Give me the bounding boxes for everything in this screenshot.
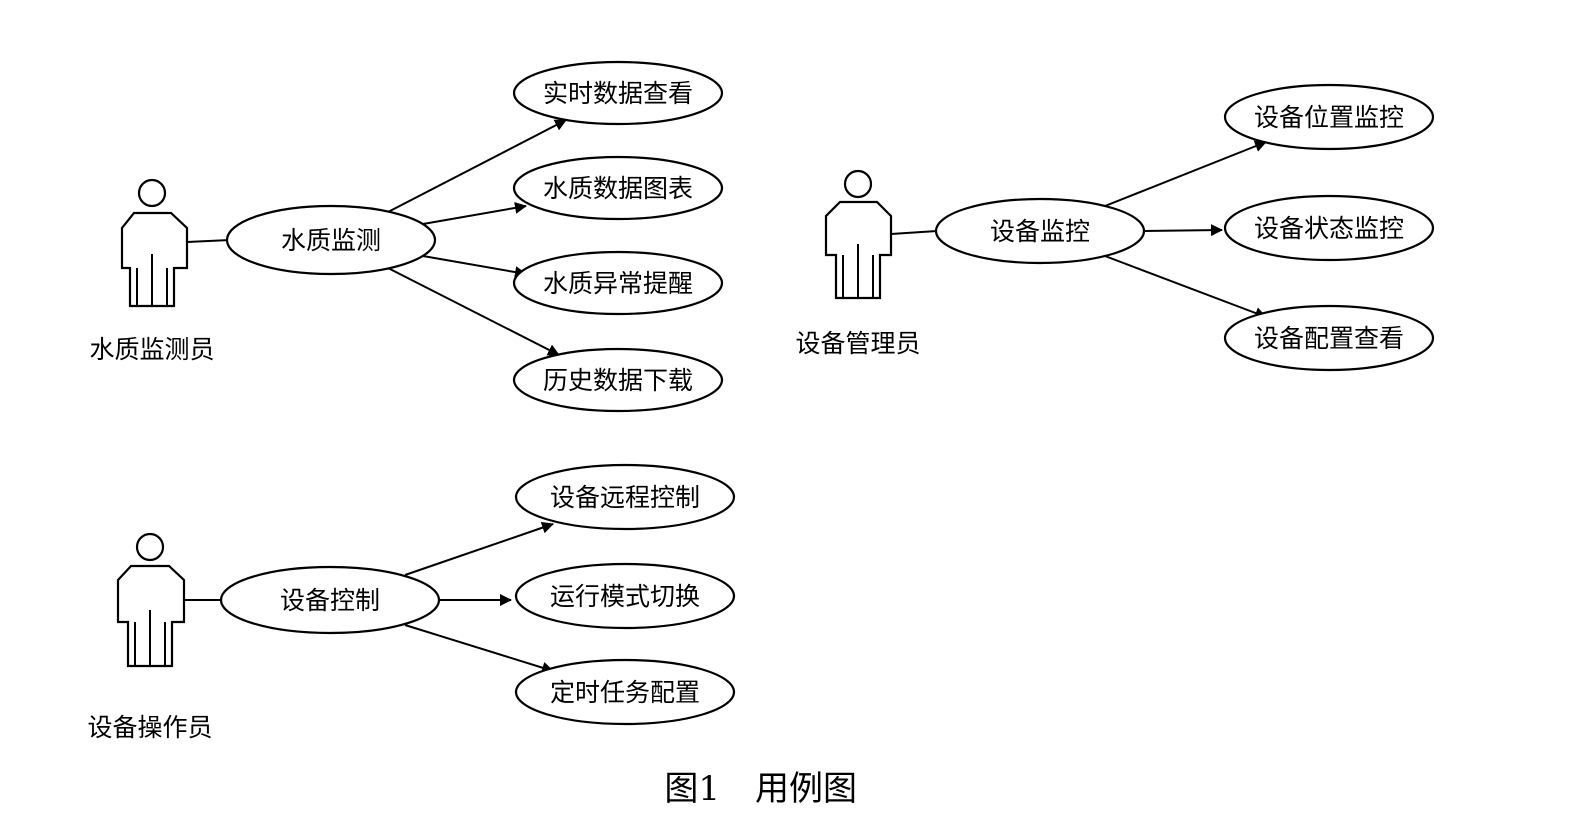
use-case-water-chart: 水质数据图表 [512, 155, 724, 221]
actor-device-manager: 设备管理员 [795, 169, 921, 358]
include-arrow [387, 119, 567, 213]
figure-caption: 图1 用例图 [664, 769, 857, 809]
include-arrow [1142, 224, 1223, 237]
use-case-label: 水质数据图表 [543, 174, 693, 203]
use-case-label: 设备位置监控 [1254, 103, 1404, 132]
actor-label: 设备管理员 [795, 329, 920, 358]
use-case-device-location: 设备位置监控 [1223, 83, 1435, 151]
use-case-label: 历史数据下载 [543, 366, 693, 395]
caption-label: 图1 [664, 769, 720, 809]
association-line [186, 239, 231, 243]
group-water-quality: 水质监测员 水质监测 实时数据查看 水质数据图表 水质异常提醒 历史数据 [89, 60, 724, 413]
actor-device-operator: 设备操作员 [87, 532, 213, 742]
use-case-history-download: 历史数据下载 [512, 347, 724, 413]
use-case-device-status: 设备状态监控 [1223, 194, 1435, 262]
use-case-device-control: 设备控制 [219, 565, 441, 635]
association-line [890, 230, 938, 235]
use-case-label: 水质异常提醒 [543, 269, 693, 298]
actor-water-quality-monitor: 水质监测员 [89, 178, 215, 364]
use-case-device-config: 设备配置查看 [1223, 304, 1435, 372]
use-case-mode-switch: 运行模式切换 [514, 562, 736, 630]
actor-label: 水质监测员 [89, 335, 214, 364]
include-arrow [1104, 255, 1267, 319]
use-case-label: 设备配置查看 [1254, 324, 1404, 353]
use-case-label: 实时数据查看 [543, 79, 693, 108]
include-arrow [1104, 140, 1267, 207]
use-case-device-monitoring: 设备监控 [934, 197, 1146, 265]
use-case-remote-control: 设备远程控制 [514, 463, 736, 531]
use-case-label: 设备状态监控 [1254, 214, 1404, 243]
use-case-label: 定时任务配置 [550, 678, 700, 707]
actor-figure-icon [120, 178, 189, 308]
use-case-water-monitoring: 水质监测 [225, 204, 437, 276]
use-case-label: 设备控制 [280, 586, 380, 615]
use-case-water-alert: 水质异常提醒 [512, 250, 724, 316]
actor-label: 设备操作员 [87, 713, 212, 742]
use-case-label: 设备监控 [990, 217, 1090, 246]
include-arrow [404, 521, 554, 576]
group-device-control: 设备操作员 设备控制 设备远程控制 运行模式切换 定时任务配置 [87, 463, 736, 742]
use-case-label: 运行模式切换 [550, 582, 700, 611]
actor-figure-icon [116, 532, 186, 668]
caption-title: 用例图 [755, 769, 857, 809]
include-arrow [387, 267, 560, 356]
include-arrow [422, 201, 527, 225]
include-arrow [404, 624, 554, 674]
use-case-label: 设备远程控制 [550, 483, 700, 512]
include-arrow [422, 255, 527, 279]
use-case-label: 水质监测 [281, 226, 381, 255]
actor-figure-icon [824, 169, 893, 300]
use-case-realtime-data: 实时数据查看 [512, 60, 724, 126]
group-device-management: 设备管理员 设备监控 设备位置监控 设备状态监控 设备配置查看 [795, 83, 1435, 372]
use-case-timer-config: 定时任务配置 [514, 658, 736, 726]
